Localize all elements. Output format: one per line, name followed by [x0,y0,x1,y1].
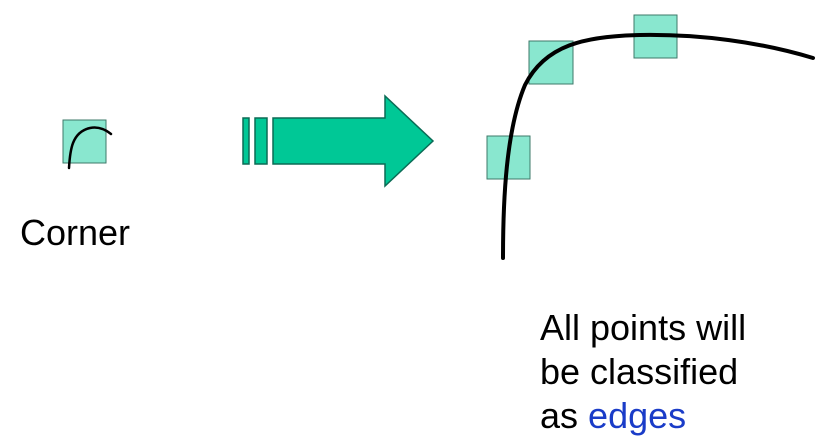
large-corner [486,14,815,260]
caption-line-2: be classified [540,351,739,392]
arrow-stripe-2 [254,117,268,165]
caption-line-3: as edges [540,394,746,438]
corner-window-curve [67,126,113,170]
caption-line-1: All points will [540,307,747,348]
edges-highlight: edges [588,395,687,436]
arrow-body [272,94,435,188]
arrow-stripe-1 [242,117,250,165]
caption-prefix: as [540,395,579,436]
edge-caption: All points will be classified as edges [540,306,746,438]
transition-arrow [242,94,435,188]
corner-label: Corner [20,212,131,253]
large-curve [501,32,815,260]
corner-window [62,119,113,170]
